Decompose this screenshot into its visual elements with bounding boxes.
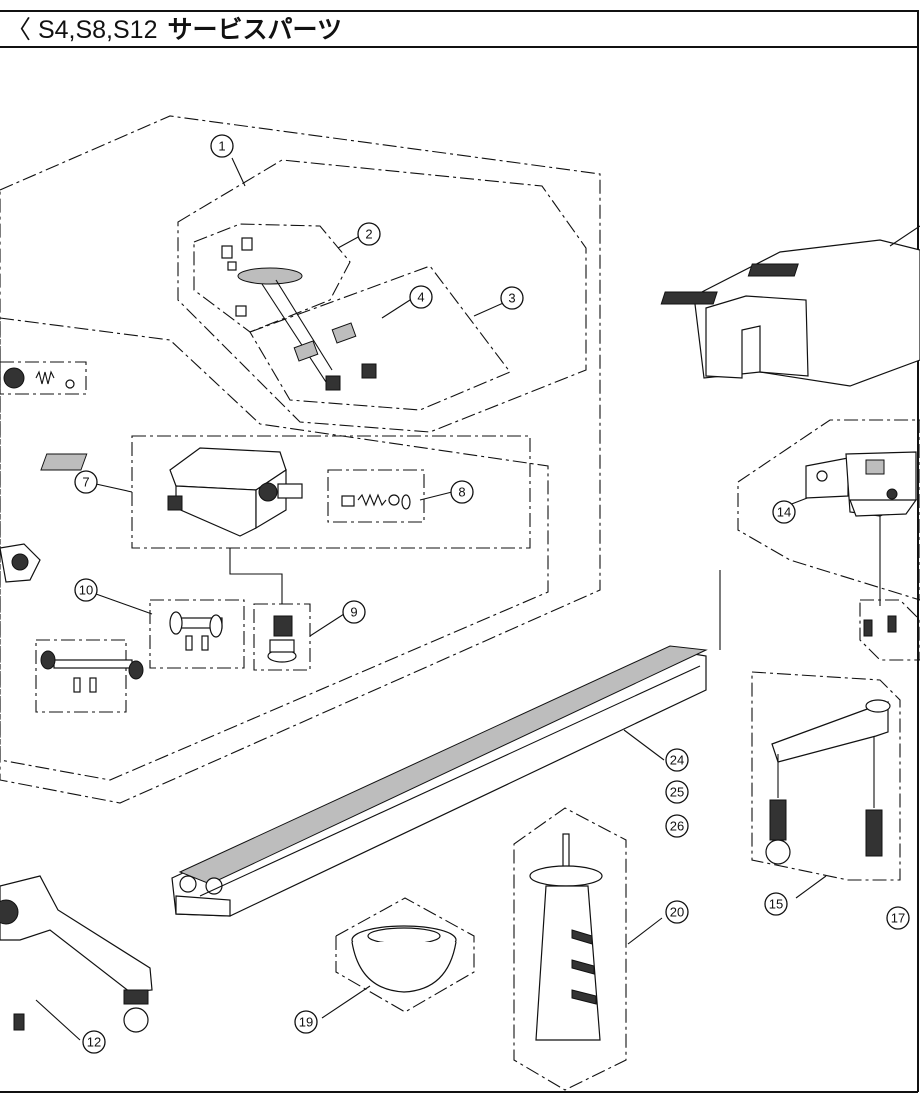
part-cover — [660, 225, 920, 387]
part-housing-7 — [40, 447, 303, 537]
group-outline-14 — [737, 419, 920, 601]
callout-17: 17 — [886, 906, 910, 930]
group-outline-19 — [335, 897, 475, 1013]
svg-text:8: 8 — [458, 485, 465, 500]
part-screws-16 — [863, 516, 897, 637]
svg-text:26: 26 — [670, 819, 684, 834]
svg-text:10: 10 — [79, 583, 93, 598]
group-outline-20 — [513, 807, 627, 1091]
part-cap-19 — [351, 925, 457, 993]
part-plate-14 — [805, 451, 918, 517]
svg-text:4: 4 — [417, 290, 424, 305]
svg-text:20: 20 — [670, 905, 684, 920]
svg-text:25: 25 — [670, 785, 684, 800]
group-outline-15 — [751, 671, 901, 881]
callout-7: 7 — [74, 470, 98, 494]
part-nut-6 — [0, 543, 41, 583]
part-foot-20 — [529, 833, 603, 1041]
group-outline-11 — [35, 639, 127, 713]
svg-text:3: 3 — [508, 291, 515, 306]
part-rail-24 — [171, 645, 708, 917]
callout-8: 8 — [450, 480, 474, 504]
page-header: 〈 S4,S8,S12 サービスパーツ — [0, 10, 918, 48]
callout-4: 4 — [409, 285, 433, 309]
group-outline-10 — [149, 599, 245, 669]
part-roller-5 — [3, 367, 75, 389]
callout-2: 2 — [357, 222, 381, 246]
service-parts-title: サービスパーツ — [167, 16, 342, 44]
part-arm-12 — [0, 875, 153, 1033]
callout-15: 15 — [764, 892, 788, 916]
callout-9: 9 — [342, 600, 366, 624]
part-shaft-11 — [40, 650, 144, 693]
callout-26: 26 — [665, 814, 689, 838]
callout-20: 20 — [665, 900, 689, 924]
callout-24: 24 — [665, 748, 689, 772]
group-outline-5 — [0, 361, 87, 395]
part-knob-9 — [267, 615, 297, 663]
header-title: 〈 S4,S8,S12 サービスパーツ — [6, 16, 342, 44]
callout-19: 19 — [294, 1010, 318, 1034]
group-outline-inner — [0, 317, 549, 781]
callout-1: 1 — [210, 134, 234, 158]
group-outline-1 — [0, 115, 601, 804]
svg-text:9: 9 — [350, 605, 357, 620]
svg-text:12: 12 — [87, 1035, 101, 1050]
callout-25: 25 — [665, 780, 689, 804]
group-outline-top — [177, 159, 587, 433]
part-bracket-2 — [221, 237, 333, 383]
svg-text:24: 24 — [670, 753, 684, 768]
group-outline-16 — [859, 599, 920, 661]
group-outline-3 — [249, 265, 511, 411]
part-pads-4 — [293, 322, 377, 391]
svg-text:7: 7 — [82, 475, 89, 490]
callout-10: 10 — [74, 578, 98, 602]
svg-text:17: 17 — [891, 911, 905, 926]
svg-text:14: 14 — [777, 505, 791, 520]
callout-12: 12 — [82, 1030, 106, 1054]
svg-text:15: 15 — [769, 897, 783, 912]
callout-14: 14 — [772, 500, 796, 524]
svg-text:1: 1 — [218, 139, 225, 154]
group-outline-2 — [193, 223, 351, 333]
part-shaft-10 — [169, 611, 223, 651]
model-text: 〈 S4,S8,S12 — [6, 16, 158, 44]
svg-text:19: 19 — [299, 1015, 313, 1030]
callout-3: 3 — [500, 286, 524, 310]
part-spring-8 — [341, 493, 411, 510]
svg-text:2: 2 — [365, 227, 372, 242]
group-outline-8 — [327, 469, 425, 523]
part-handle-15 — [765, 699, 891, 865]
